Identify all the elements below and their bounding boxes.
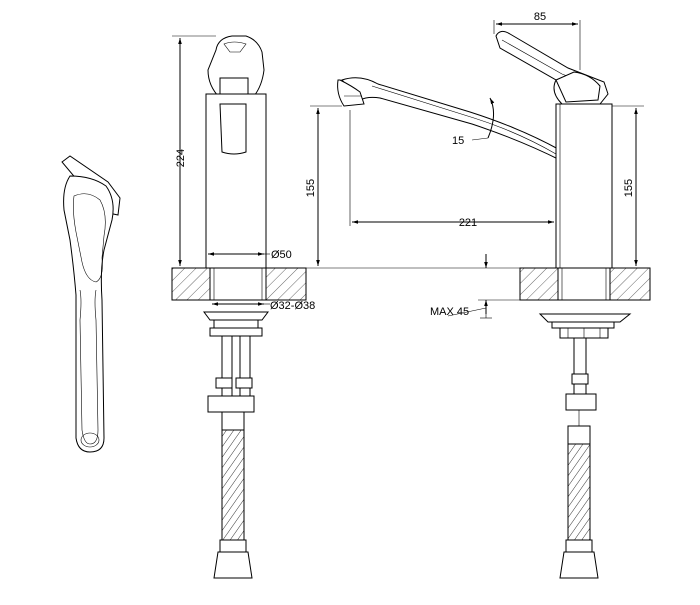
dim-side-height: 224 — [175, 149, 187, 167]
dim-spout-reach: 221 — [459, 217, 477, 229]
dim-max-thickness: MAX 45 — [430, 306, 469, 318]
handle-detail-view — [61, 155, 121, 453]
dim-hole-diameter: Ø32-Ø38 — [270, 300, 315, 312]
dim-spout-angle: 15 — [452, 135, 464, 147]
dim-spout-height: 155 — [305, 179, 317, 197]
side-view: 224 Ø50 Ø32-Ø38 — [171, 35, 315, 579]
dim-handle-width: 85 — [534, 11, 546, 23]
front-view: 85 155 155 221 15 MAX 45 — [305, 11, 651, 579]
dim-body-height: 155 — [623, 179, 635, 197]
dim-base-diameter: Ø50 — [271, 249, 292, 261]
